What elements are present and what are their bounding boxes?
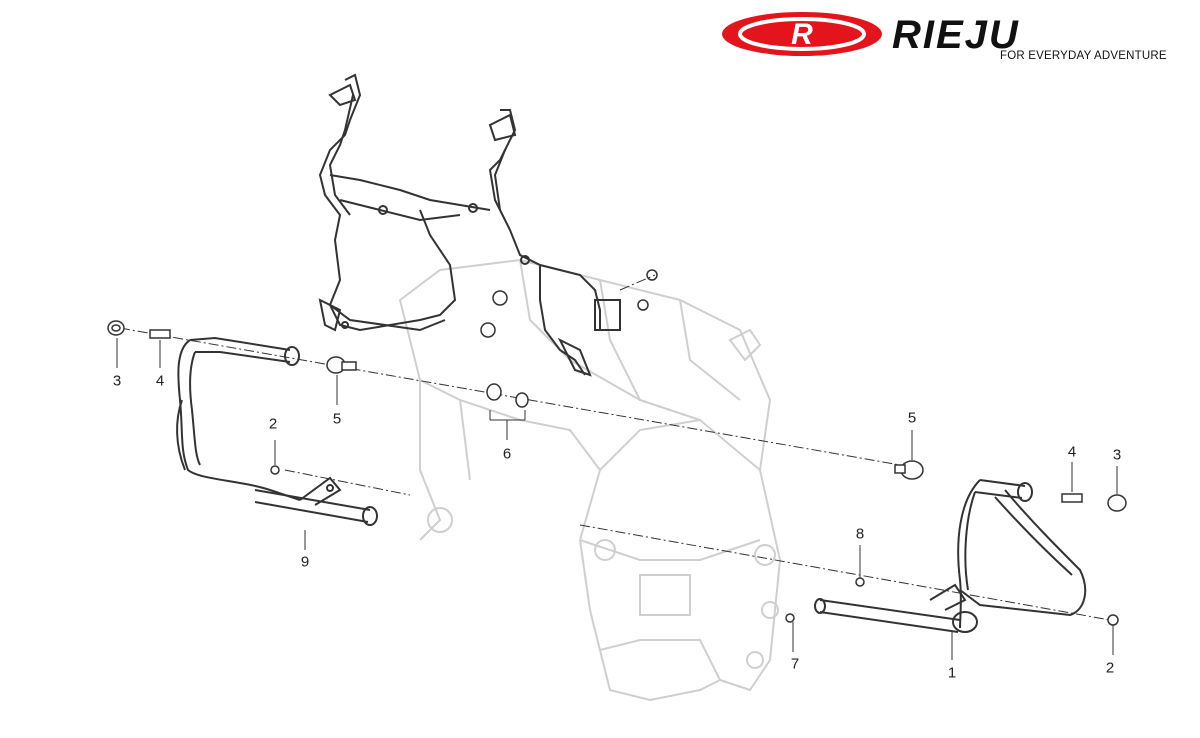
main-frame xyxy=(398,258,782,702)
right-small-parts xyxy=(785,460,1127,626)
left-crash-bar xyxy=(176,336,378,526)
callout-9: 9 xyxy=(300,553,310,571)
frame-fasteners xyxy=(480,269,658,338)
logo-mark: R xyxy=(791,18,813,51)
callout-8: 8 xyxy=(855,525,865,543)
callout-2-right: 2 xyxy=(1105,659,1115,677)
callout-4-right: 4 xyxy=(1067,443,1077,461)
assembly-lines xyxy=(119,274,1111,621)
left-small-parts xyxy=(107,320,529,475)
leader-lines xyxy=(116,338,1118,660)
rieju-logo: R RIEJU xyxy=(722,12,1020,57)
callout-7: 7 xyxy=(790,655,800,673)
callout-1: 1 xyxy=(947,664,957,682)
callout-3-right: 3 xyxy=(1112,446,1122,464)
tagline: FOR EVERYDAY ADVENTURE xyxy=(1000,50,1167,62)
front-luggage-rack xyxy=(318,73,621,377)
callout-6: 6 xyxy=(502,445,512,463)
callout-5-left: 5 xyxy=(332,410,342,428)
callout-5-right: 5 xyxy=(907,409,917,427)
callout-3-left: 3 xyxy=(112,372,122,390)
callout-2-left: 2 xyxy=(268,415,278,433)
right-crash-bar xyxy=(814,479,1087,633)
callout-4-left: 4 xyxy=(155,372,165,390)
logo-wordmark: RIEJU xyxy=(892,13,1020,57)
